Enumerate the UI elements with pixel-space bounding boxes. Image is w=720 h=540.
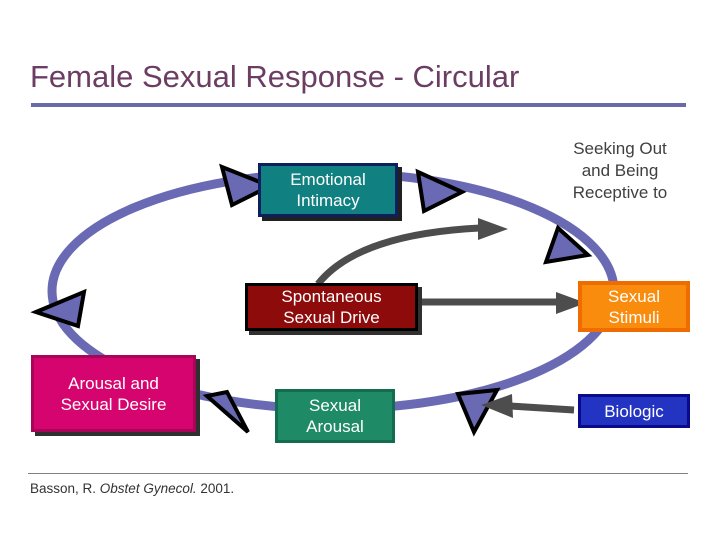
citation-divider-rule <box>28 473 688 474</box>
cycle-arrowhead-top-left <box>219 163 275 208</box>
citation-journal: Obstet Gynecol. <box>99 481 197 496</box>
node-label-line1: Spontaneous <box>281 287 382 306</box>
node-arousal-and-sexual-desire-label: Arousal and Sexual Desire <box>61 373 167 415</box>
connector-stimuli-arrowhead <box>556 292 586 314</box>
node-emotional-intimacy-label: Emotional Intimacy <box>290 169 366 211</box>
connector-drive-to-ring <box>315 224 481 287</box>
connector-biologic-to-ring <box>509 402 575 414</box>
node-sexual-stimuli[interactable]: Sexual Stimuli <box>578 281 690 332</box>
node-label-line1: Sexual <box>608 286 660 306</box>
label-seeking-line2: and Being <box>581 161 659 180</box>
node-emotional-intimacy[interactable]: Emotional Intimacy <box>258 163 398 217</box>
node-spontaneous-sexual-drive-label: Spontaneous Sexual Drive <box>281 286 381 328</box>
page-title: Female Sexual Response - Circular <box>30 59 520 94</box>
node-label-line1: Sexual <box>309 396 361 415</box>
cycle-arrowhead-bottom-right <box>455 387 501 437</box>
connector-drive-arrowhead <box>478 218 508 240</box>
cycle-arrowhead-bottom-left <box>202 389 250 434</box>
node-sexual-arousal-label: Sexual Arousal <box>306 395 364 437</box>
cycle-arrowhead-right-descending <box>542 224 593 265</box>
node-biologic-label: Biologic <box>604 401 664 421</box>
node-sexual-arousal[interactable]: Sexual Arousal <box>275 389 395 443</box>
node-biologic[interactable]: Biologic <box>578 394 690 428</box>
cycle-arrowhead-left <box>30 288 87 329</box>
label-seeking-out-receptive: Seeking Out and Being Receptive to <box>525 138 715 204</box>
citation: Basson, R. Obstet Gynecol. 2001. <box>30 481 234 496</box>
node-sexual-stimuli-label: Sexual Stimuli <box>608 286 660 328</box>
node-label-line2: Stimuli <box>608 307 660 327</box>
node-label-line2: Arousal <box>306 417 364 436</box>
title-underline-rule <box>31 103 686 107</box>
label-seeking-line1: Seeking Out <box>573 139 667 158</box>
connector-biologic-arrowhead <box>481 394 513 418</box>
citation-year: 2001. <box>200 481 235 496</box>
node-label-line1: Arousal and <box>68 373 159 393</box>
node-label-line2: Sexual Desire <box>60 394 167 414</box>
node-label-line2: Intimacy <box>296 191 360 210</box>
node-label-line1: Emotional <box>290 170 366 189</box>
cycle-arrowhead-top-right <box>415 168 467 215</box>
node-arousal-and-sexual-desire[interactable]: Arousal and Sexual Desire <box>31 355 196 432</box>
node-spontaneous-sexual-drive[interactable]: Spontaneous Sexual Drive <box>245 283 418 331</box>
label-seeking-line3: Receptive to <box>572 183 668 202</box>
citation-author: Basson, R. <box>30 481 97 496</box>
node-label-line2: Sexual Drive <box>283 308 380 327</box>
